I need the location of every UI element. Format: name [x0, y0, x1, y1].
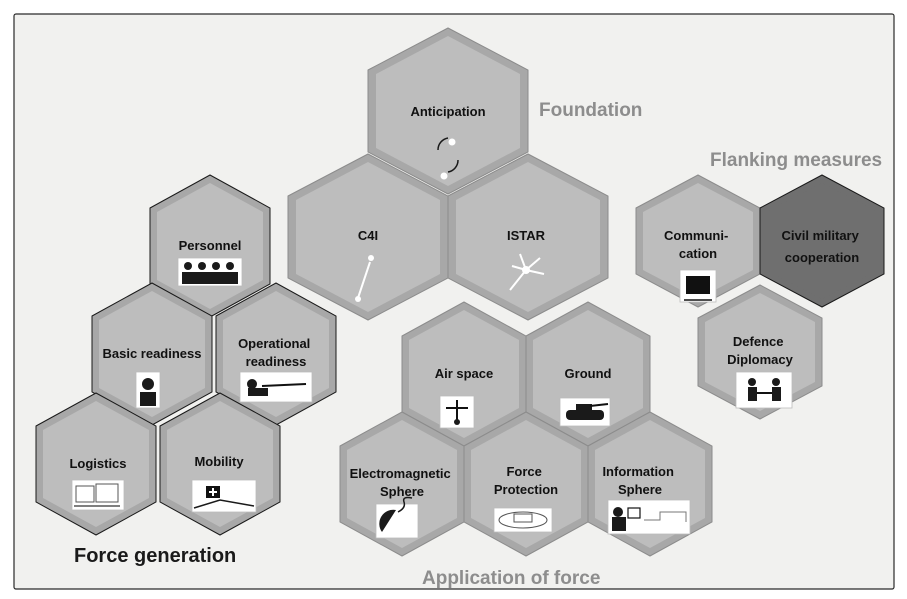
hex-force-protection: Force Protection — [463, 411, 589, 557]
soldier-portrait-icon — [135, 371, 161, 409]
hex-personnel: Personnel — [149, 174, 271, 318]
signal-line-icon — [355, 255, 374, 302]
hex-c4i-label: C4I — [358, 228, 378, 243]
hex-force-protection-label: Force Protection — [494, 464, 558, 497]
computer-operator-icon — [607, 499, 691, 535]
crates-icon — [71, 479, 125, 511]
cycle-arrows-icon — [437, 137, 459, 180]
foundation-title: Foundation — [539, 100, 642, 121]
hex-personnel-label: Personnel — [179, 238, 242, 253]
force-generation-group: Personnel Basic readiness — [35, 174, 337, 567]
hex-civil-military-label: Civil military cooperation — [782, 228, 863, 265]
hex-mobility: Mobility — [159, 392, 281, 536]
flanking-group: Communi- cation Civil military cooperati… — [635, 150, 885, 420]
hex-anticipation: Anticipation — [367, 27, 529, 195]
swiss-rail-icon — [191, 479, 257, 513]
hex-communication: Communi- cation — [635, 174, 761, 308]
hex-civil-military: Civil military cooperation — [759, 174, 885, 308]
hex-defence-diplomacy-label: Defence Diplomacy — [727, 334, 794, 367]
hex-logistics: Logistics — [35, 392, 157, 536]
tank-icon — [559, 397, 611, 427]
hex-basic-readiness: Basic readiness — [91, 282, 213, 426]
hex-anticipation-label: Anticipation — [410, 104, 485, 119]
marksman-icon — [239, 371, 313, 403]
hex-electromagnetic-label: Electromagnetic Sphere — [350, 466, 455, 499]
hex-communication-label: Communi- cation — [664, 228, 732, 261]
application-group: Air space Ground Electromagne — [339, 301, 713, 589]
hex-basic-readiness-label: Basic readiness — [102, 346, 201, 361]
handshake-icon — [735, 371, 793, 409]
perimeter-icon — [493, 507, 553, 533]
hex-mobility-label: Mobility — [194, 454, 244, 469]
hex-defence-diplomacy: Defence Diplomacy — [697, 284, 823, 420]
hex-information-sphere: Information Sphere — [587, 411, 713, 557]
hex-electromagnetic: Electromagnetic Sphere — [339, 411, 465, 557]
hex-air-space-label: Air space — [435, 366, 494, 381]
application-title: Application of force — [422, 568, 600, 589]
hex-istar: ISTAR — [447, 153, 609, 321]
hex-logistics-label: Logistics — [69, 456, 126, 471]
hex-c4i: C4I — [287, 153, 449, 321]
hex-istar-label: ISTAR — [507, 228, 546, 243]
hex-ground: Ground — [525, 301, 651, 447]
force-generation-title: Force generation — [74, 545, 236, 567]
hex-operational-readiness: Operational readiness — [215, 282, 337, 426]
monitor-icon — [679, 269, 717, 303]
sensor-star-icon — [509, 253, 545, 291]
foundation-group: Anticipation C4I ISTAR — [287, 27, 642, 321]
hex-ground-label: Ground — [565, 366, 612, 381]
flanking-title: Flanking measures — [710, 150, 882, 171]
people-group-icon — [177, 257, 243, 287]
aircraft-icon — [439, 395, 475, 429]
hex-operational-readiness-label: Operational readiness — [238, 336, 314, 369]
hex-information-sphere-label: Information Sphere — [602, 464, 677, 497]
satellite-dish-icon — [375, 496, 419, 539]
